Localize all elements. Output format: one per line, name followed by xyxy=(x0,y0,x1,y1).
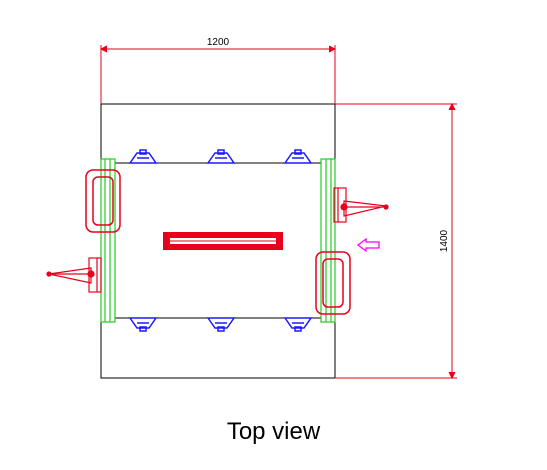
width-dimension xyxy=(99,45,337,104)
right-handle xyxy=(315,251,351,315)
clip-top-1 xyxy=(128,149,158,164)
left-rail xyxy=(100,158,116,323)
clip-bottom-1 xyxy=(128,317,158,332)
width-dimension-label: 1200 xyxy=(207,37,230,48)
clip-top-2 xyxy=(206,149,236,164)
depth-dimension-label: 1400 xyxy=(439,229,450,252)
clip-bottom-2 xyxy=(206,317,236,332)
top-clips xyxy=(128,149,313,164)
left-handle xyxy=(85,169,121,233)
depth-dimension xyxy=(335,102,457,380)
left-arrow-icon xyxy=(356,237,380,253)
center-slot xyxy=(163,232,283,250)
clip-top-3 xyxy=(283,149,313,164)
left-latch xyxy=(46,257,102,293)
clip-bottom-3 xyxy=(283,317,313,332)
view-caption: Top view xyxy=(226,418,321,445)
bottom-clips xyxy=(128,317,313,332)
right-rail xyxy=(320,158,336,323)
right-latch xyxy=(333,187,389,223)
